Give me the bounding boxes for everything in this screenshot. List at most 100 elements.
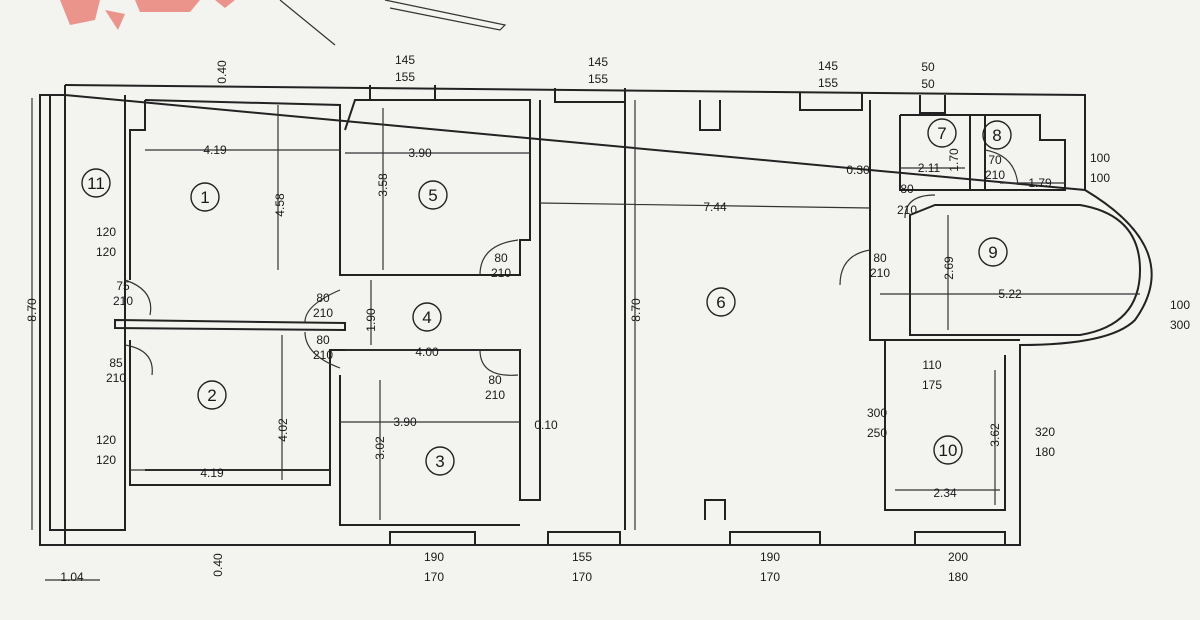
dimension-label: 4.58 (273, 193, 287, 217)
dimension-label: 3.58 (376, 173, 390, 197)
room-marker-circle (81, 168, 111, 198)
dimension-label: 8.70 (25, 298, 39, 322)
room-number: 7 (937, 124, 946, 143)
dimension-label: 4.00 (415, 345, 439, 359)
room-number: 9 (988, 243, 997, 262)
dimension-label: 170 (760, 570, 780, 584)
dimension-label: 100 (1090, 151, 1110, 165)
dimension-label: 180 (1035, 445, 1055, 459)
dimension-label: 300 (1170, 318, 1190, 332)
dimension-label: 7.44 (703, 200, 727, 214)
dimension-label: 145 (588, 55, 608, 69)
dimension-label: 210 (313, 348, 333, 362)
dimension-label: 120 (96, 225, 116, 239)
room-number: 4 (422, 308, 431, 327)
dimension-label: 0.30 (846, 163, 870, 177)
room-marker-circle (706, 287, 736, 317)
room-number: 11 (87, 174, 105, 193)
room-1: 1 (190, 182, 220, 212)
dimension-label: 80 (900, 182, 914, 196)
dimension-label: 4.19 (200, 466, 224, 480)
dimension-label: 170 (424, 570, 444, 584)
dimension-label: 155 (818, 76, 838, 90)
dimension-label: 4.02 (276, 418, 290, 442)
dimension-label: 8.70 (629, 298, 643, 322)
dimension-label: 2.69 (942, 256, 956, 280)
dimension-label: 190 (760, 550, 780, 564)
dimension-label: 210 (113, 294, 133, 308)
dimension-label: 75 (116, 279, 130, 293)
dimension-label: 250 (867, 426, 887, 440)
dimension-label: 210 (985, 168, 1005, 182)
dimension-label: 120 (96, 453, 116, 467)
room-number: 3 (435, 452, 444, 471)
room-number: 8 (992, 126, 1001, 145)
dimension-label: 80 (873, 251, 887, 265)
dimension-label: 180 (948, 570, 968, 584)
dimension-label: 3.90 (408, 146, 432, 160)
room-marker-circle (418, 180, 448, 210)
dimension-label: 170 (572, 570, 592, 584)
dimension-label: 320 (1035, 425, 1055, 439)
dimension-label: 4.19 (203, 143, 227, 157)
dimension-label: 210 (485, 388, 505, 402)
dimension-label: 1.70 (947, 148, 961, 172)
room-marker-circle (412, 302, 442, 332)
dimension-label: 3.90 (393, 415, 417, 429)
doors (124, 149, 1019, 376)
dimension-label: 5.22 (998, 287, 1022, 301)
dimension-label: 70 (988, 153, 1002, 167)
dimension-label: 1.04 (60, 570, 84, 584)
room-8: 8 (982, 120, 1012, 150)
room-4: 4 (412, 302, 442, 332)
dimension-label: 120 (96, 433, 116, 447)
room-3: 3 (425, 446, 455, 476)
dimension-label: 1.90 (364, 308, 378, 332)
dimension-label: 80 (316, 333, 330, 347)
dimension-label: 210 (491, 266, 511, 280)
room-10: 10 (933, 435, 963, 465)
dimension-label: 155 (572, 550, 592, 564)
dimension-label: 110 (922, 358, 941, 372)
stamp (60, 0, 235, 30)
dimension-label: 155 (395, 70, 415, 84)
dimension-label: 80 (488, 373, 502, 387)
dimension-lines (31, 98, 1140, 581)
dimension-label: 0.40 (215, 60, 229, 84)
dimension-label: 190 (424, 550, 444, 564)
dimension-label: 50 (921, 77, 935, 91)
dimension-label: 210 (106, 371, 126, 385)
dimension-label: 145 (395, 53, 415, 67)
dimension-label: 80 (316, 291, 330, 305)
dimension-label: 85 (109, 356, 123, 370)
dimension-label: 210 (313, 306, 333, 320)
room-11: 11 (81, 168, 111, 198)
dimension-label: 3.62 (988, 423, 1002, 447)
room-number: 1 (200, 188, 209, 207)
room-7: 7 (927, 118, 957, 148)
dimension-label: 0.40 (211, 553, 225, 577)
dimension-label: 210 (870, 266, 890, 280)
room-marker-circle (190, 182, 220, 212)
room-9: 9 (978, 237, 1008, 267)
dimension-label: 145 (818, 59, 838, 73)
room-marker-circle (982, 120, 1012, 150)
room-marker-circle (927, 118, 957, 148)
room-marker-circle (933, 435, 963, 465)
dimension-label: 1.79 (1028, 176, 1052, 190)
room-2: 2 (197, 380, 227, 410)
room-marker-circle (425, 446, 455, 476)
room-6: 6 (706, 287, 736, 317)
dimension-label: 155 (588, 72, 608, 86)
dimension-label: 175 (922, 378, 942, 392)
walls (39, 84, 1153, 546)
dimension-label: 2.34 (933, 486, 957, 500)
room-marker-circle (978, 237, 1008, 267)
dimension-label: 0.10 (534, 418, 558, 432)
room-marker-circle (197, 380, 227, 410)
room-number: 5 (428, 186, 437, 205)
room-number: 6 (716, 293, 725, 312)
stray-lines (279, 0, 507, 46)
